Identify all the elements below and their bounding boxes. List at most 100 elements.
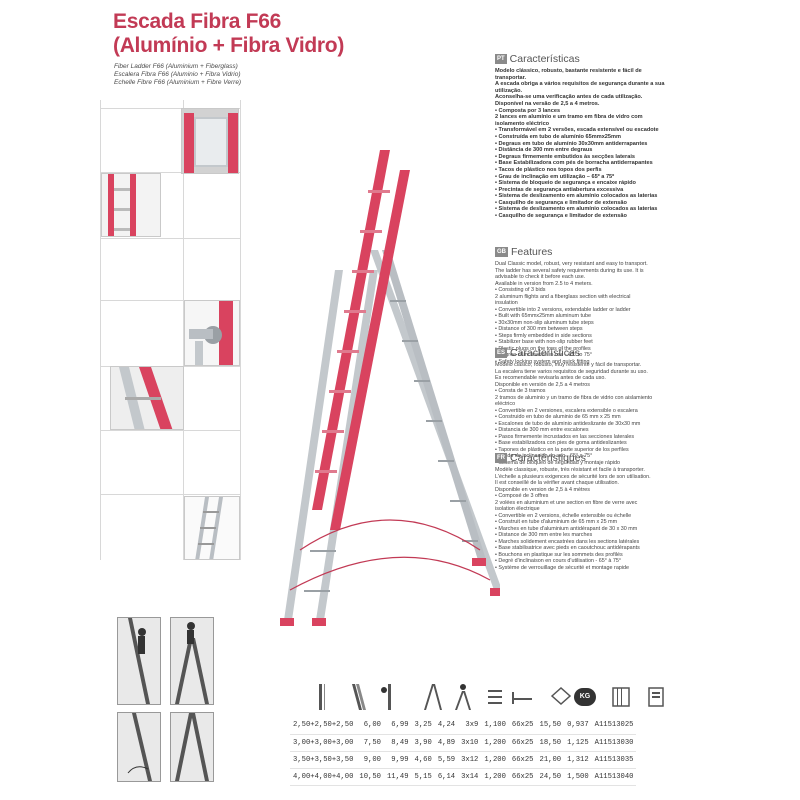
table-cell: 6,99 [383,717,412,735]
ladder-steps-detail-image [102,174,160,236]
table-cell: 15,50 [536,717,565,735]
section-line: • Base stabilisatrice avec pieds en caou… [495,545,640,551]
weight-icon: KG [574,688,596,706]
section-line: • Safety locking system and quick fittin… [495,358,590,365]
section-line: • Consta de 3 tramos [495,388,546,394]
section-line: • Marches solidement encastrées dans les… [495,538,640,545]
section-line: Dual Classic model, robust, very resista… [495,261,648,267]
section-line: A escada obriga a vários requisitos de s… [495,81,665,88]
section-line: • Bouchons en plastique sur les sommets … [495,551,623,558]
grid-line [100,430,240,431]
section-header: PT Características [495,53,710,65]
grid-line [100,172,240,173]
section-line: isolamento eléctrico [495,120,550,127]
section-line: • Construit en tube d'aluminium de 65 mm… [495,519,618,525]
height-icon [319,684,325,710]
section-line: Modèle classique, robuste, très résistan… [495,467,645,473]
table-cell: 11,49 [383,768,412,786]
section-line: • Degré d'inclinaison en cours d'utilisa… [495,558,622,564]
table-cell: 3x10 [458,734,482,752]
person-stepladder-icon [175,622,209,704]
section-line: • Distância de 300 mm entre degraus [495,147,593,154]
section-line: • Marches en tube d'aluminium antidérapa… [495,525,638,532]
table-cell: 3x14 [458,768,482,786]
section-line: transportar. [495,74,527,81]
section-fr: FR Caractéristiques Modèle classique, ro… [495,452,710,571]
section-line: 2 tramos de aluminio y un tramo de fibra… [495,394,653,401]
table-cell: 7,50 [356,734,384,752]
section-line: • Stabilizer base with non-slip rubber f… [495,339,593,345]
section-title: Features [511,246,553,258]
usage-thumb-4 [170,712,214,782]
section-line: • Degraus firmemente embutidos às secçõe… [495,153,635,160]
table-cell: 6,00 [356,717,384,735]
section-line: • Sistema de bloqueio de segurança e enc… [495,180,636,187]
grid-line [183,100,184,560]
section-line: • 30x30mm non-slip aluminum tube steps [495,319,594,326]
grid-line [100,238,240,239]
grid-line [100,300,240,301]
section-line: Disponível na versão de 2,5 a 4 metros. [495,100,600,107]
section-body: Modèle classique, robuste, très résistan… [495,467,710,571]
table-cell: 1,500 [564,768,592,786]
section-line: • Base Estabilizadora com pés de borrach… [495,160,653,167]
table-cell: 1,200 [481,768,509,786]
section-line: • Sistema de deslizamento em alumínio co… [495,206,658,213]
section-line: • Sistema de deslizamento em alumínio co… [495,193,658,200]
ladder-top-detail-image [182,109,238,173]
section-line: insulation [495,300,518,306]
language-badge: GB [495,247,508,257]
section-line: advisable to check it before each use. [495,274,586,280]
table-cell: A11513035 [591,751,637,769]
section-line: • Tacos de plástico nos topos dos perfis [495,166,602,173]
section-line: • Convertible into 2 versions, extendabl… [495,306,631,313]
section-line: • Pasos firmemente incrustados en las se… [495,433,635,440]
section-line: 2 aluminum flights and a fiberglass sect… [495,293,631,300]
section-line: Aconselha-se uma verificação antes de ca… [495,94,643,101]
section-line: • Grau de inclinação em utilização – 65º… [495,173,615,180]
language-badge: PT [495,54,507,64]
section-line: Disponible en version de 2,5 à 4 mètres [495,486,590,493]
detail-photo-hinge [184,300,240,366]
section-line: Modelo clásico, robusto, muy resistente … [495,362,642,368]
steps-icon [488,690,502,704]
table-cell: 4,89 [434,734,459,752]
table-cell: A11513025 [591,717,637,735]
table-cell: 8,49 [383,734,412,752]
section-line: • Precintas de segurança antiabertura ex… [495,186,624,193]
section-line: • Tapones de plástico en la parte superi… [495,446,629,453]
section-line: 2 lances em alumínio e um tramo em fibra… [495,114,643,121]
ladder-joint-detail-image [111,367,183,429]
section-title: Caractéristiques [510,452,586,464]
table-cell: 1,100 [481,717,509,735]
section-line: • Système de verrouillage de sécurité et… [495,564,630,571]
section-line: • Plastic plugs on the tops of the profi… [495,345,591,352]
detail-photo-base [184,496,240,560]
section-line: Es recomendable revisarla antes de cada … [495,375,606,381]
section-line: • Steps firmly embedded in side sections [495,332,592,339]
section-line: • Degree of inclination in use - 65° to … [495,352,592,358]
section-title: Características [509,53,580,65]
table-cell: A11513040 [591,768,637,786]
section-line: Modelo clássico, robusto, bastante resis… [495,68,642,74]
working-height-icon [455,684,471,710]
section-pt: PT Características Modelo clássico, robu… [495,53,710,220]
table-cell: 9,99 [383,751,412,769]
spec-icon-row: KG [310,682,710,712]
section-line: • Transformável em 2 versões, escada ext… [495,127,659,134]
section-line: • Casquilho de segurança e limitador de … [495,213,627,220]
section-line: utilização. [495,87,523,94]
inclination-angle-icon [127,713,152,781]
code-icon [648,687,664,707]
grid-line [100,108,240,109]
table-cell: 2,50+2,50+2,50 [290,717,357,735]
usage-thumb-2 [170,617,214,705]
product-title: Escada Fibra F66 (Alumínio + Fibra Vidro… [113,10,344,58]
profile-icon [550,686,572,706]
table-cell: 5,15 [411,768,435,786]
section-line: L'échelle a plusieurs exigences de sécur… [495,473,651,480]
section-body: Dual Classic model, robust, very resista… [495,261,710,365]
